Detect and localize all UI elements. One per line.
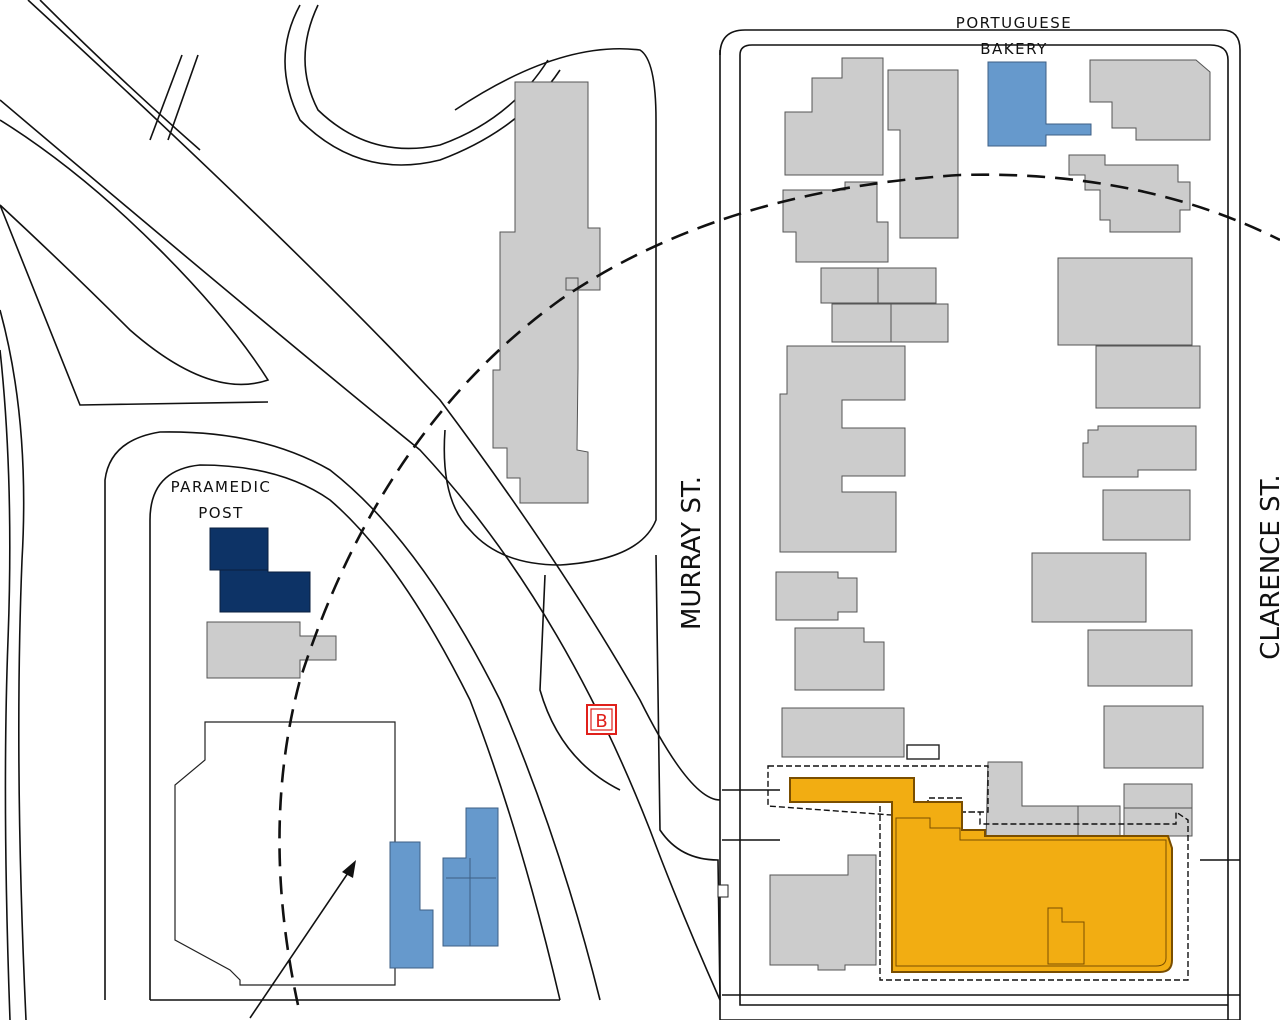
light-blue-buildings — [389, 807, 499, 969]
left-site-pad — [174, 721, 396, 986]
radius-arc-line — [278, 173, 1280, 1006]
marker-b-label: B — [595, 711, 607, 732]
paramedic-post-building — [209, 527, 311, 613]
direction-arrow — [249, 860, 356, 1019]
paramedic-label-line2: POST — [198, 504, 244, 522]
bakery-label-line1: PORTUGUESE — [956, 14, 1072, 32]
portuguese-bakery-building — [987, 61, 1092, 147]
clarence-street-label: CLARENCE ST. — [1256, 474, 1280, 659]
murray-street-label: MURRAY ST. — [677, 476, 707, 630]
existing-buildings — [206, 57, 1211, 971]
paramedic-label-line1: PARAMEDIC — [171, 478, 272, 496]
bakery-label-line2: BAKERY — [980, 40, 1048, 58]
proposed-site — [767, 765, 1189, 981]
minor-structures — [717, 744, 940, 898]
marker-b: B — [586, 704, 617, 735]
